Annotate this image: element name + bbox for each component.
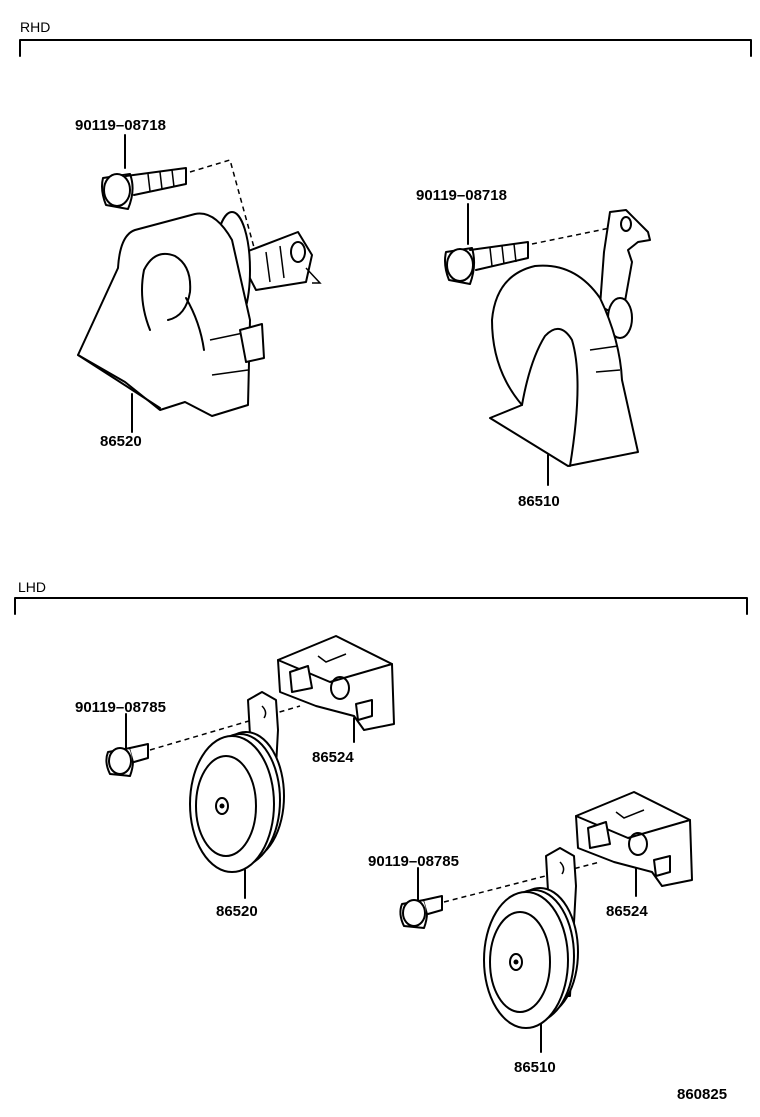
lhd-section: LHD — [14, 579, 748, 615]
lhd-bracket-1-label: 86524 — [312, 749, 354, 766]
lhd-section-label: LHD — [18, 579, 46, 595]
rhd-horn-low-label: 86520 — [100, 433, 142, 450]
lhd-bolt-2-label: 90119–08785 — [368, 853, 459, 870]
lhd-bracket-1-icon — [277, 635, 395, 731]
rhd-section-label: RHD — [20, 19, 50, 35]
lhd-horn-high-label: 86510 — [514, 1059, 556, 1076]
lhd-bracket-2-icon — [575, 791, 693, 887]
lhd-bracket-2-label: 86524 — [606, 903, 648, 920]
rhd-section: RHD — [19, 19, 752, 57]
rhd-bolt-2-dashed-guide — [531, 227, 611, 245]
rhd-bolt-2-label: 90119–08718 — [416, 187, 507, 204]
rhd-horn-high-icon — [489, 209, 651, 467]
lhd-horn-high-icon — [483, 847, 579, 1029]
lhd-horn-low-label: 86520 — [216, 903, 258, 920]
rhd-horn-high-label: 86510 — [518, 493, 560, 510]
rhd-bolt-1-dashed-guide — [189, 159, 259, 263]
rhd-section-bracket — [19, 39, 752, 57]
lhd-section-bracket — [14, 597, 748, 615]
figure-code: 860825 — [677, 1086, 727, 1103]
lhd-bolt-1-icon — [105, 743, 149, 777]
rhd-bolt-1-icon — [101, 167, 187, 210]
lhd-bolt-2-icon — [399, 895, 443, 929]
rhd-bolt-2-icon — [444, 241, 529, 285]
lhd-bolt-1-label: 90119–08785 — [75, 699, 166, 716]
lhd-horn-low-icon — [189, 691, 285, 873]
rhd-bolt-1-label: 90119–08718 — [75, 117, 166, 134]
rhd-horn-low-icon — [77, 211, 322, 417]
